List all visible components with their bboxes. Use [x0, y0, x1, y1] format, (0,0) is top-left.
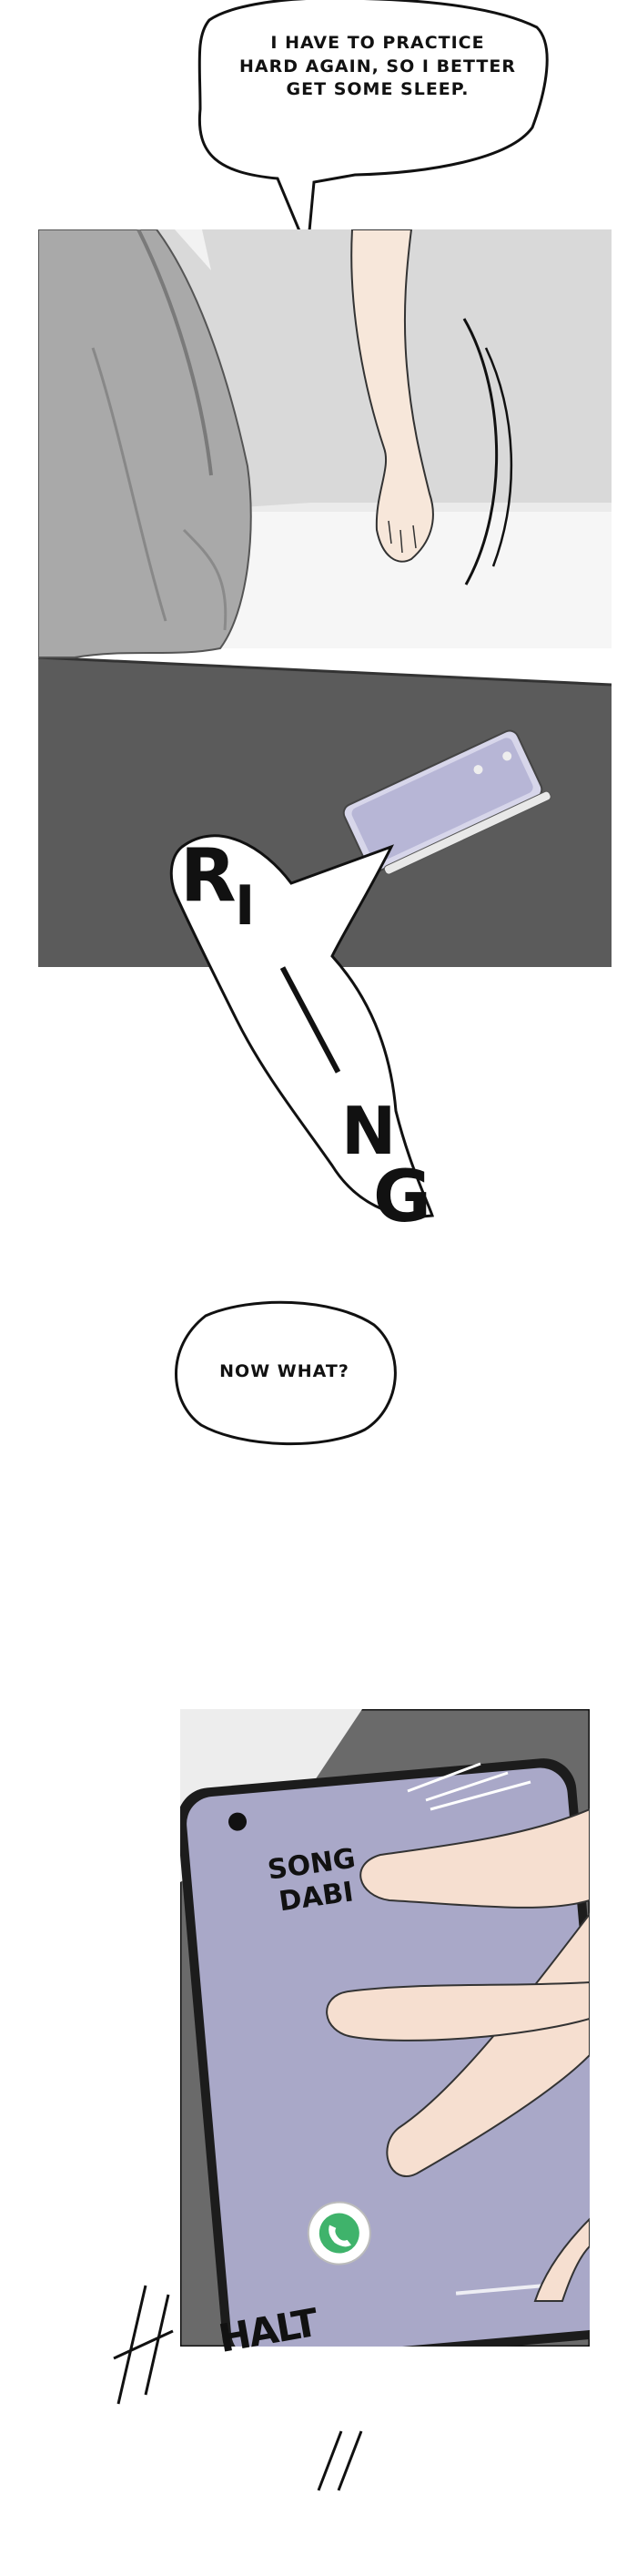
speech-text-top: I HAVE TO PRACTICE HARD AGAIN, SO I BETT…	[228, 32, 528, 102]
speech-text-middle: NOW WHAT?	[219, 1361, 349, 1381]
ring-letter: G	[373, 1156, 432, 1238]
speech-line: I HAVE TO PRACTICE	[270, 33, 485, 53]
speech-line: GET SOME SLEEP.	[286, 79, 470, 100]
ring-sfx-bubble	[169, 834, 435, 1218]
speech-bubble-middle	[175, 1300, 397, 1446]
speech-line: HARD AGAIN, SO I BETTER	[239, 56, 516, 76]
motion-scribble	[317, 2430, 363, 2491]
speech-bubble-top	[197, 0, 549, 251]
panel-phone-closeup	[180, 1709, 590, 2347]
ring-letter: N	[341, 1093, 397, 1169]
motion-scribble	[113, 2285, 174, 2405]
panel-table-scene	[38, 229, 612, 967]
ring-letter: R	[180, 833, 237, 918]
ring-letter: I	[235, 874, 256, 938]
